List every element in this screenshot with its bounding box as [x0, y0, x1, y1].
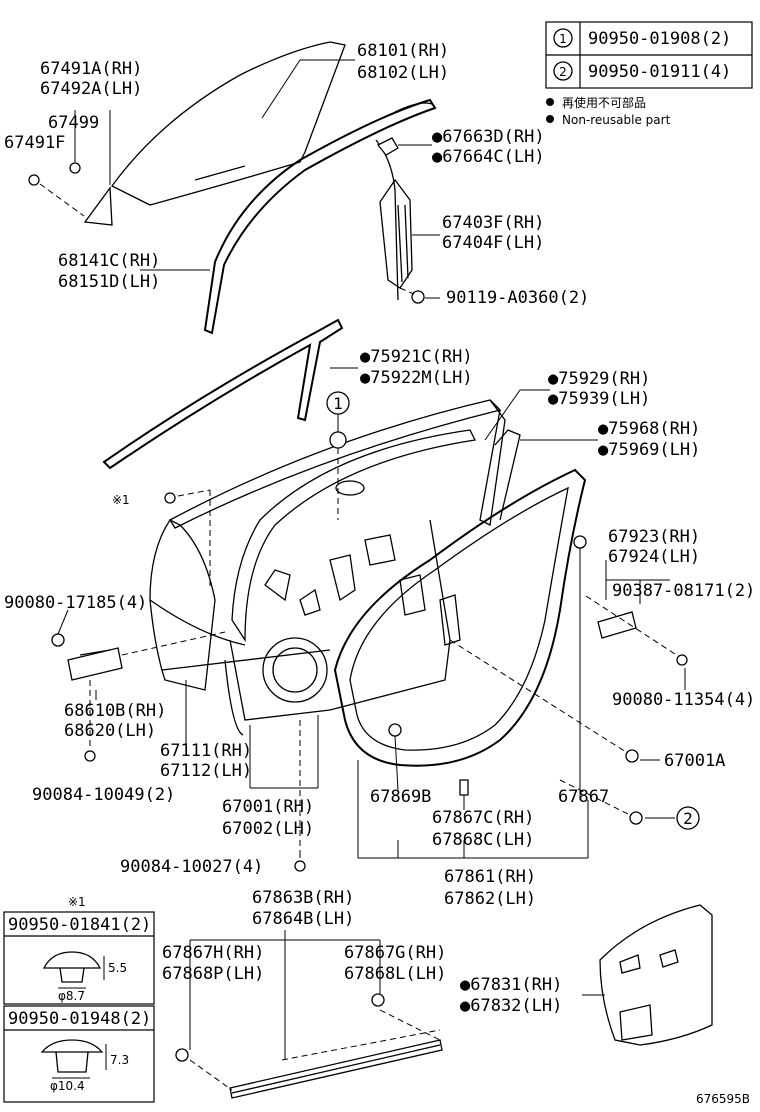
callout-num-1: 1 [333, 394, 343, 413]
label-67924: 67924(LH) [608, 547, 700, 567]
label-90084-10027: 90084-10027(4) [120, 857, 263, 877]
label-75968: ●75968(RH) [598, 419, 700, 439]
label-67867H: 67867H(RH) [162, 943, 264, 963]
label-67002: 67002(LH) [222, 819, 314, 839]
label-67492A: 67492A(LH) [40, 79, 142, 99]
inset-dim-h-2: 7.3 [110, 1053, 129, 1067]
label-68101: 68101(RH) [357, 41, 449, 61]
label-68610B: 68610B(RH) [64, 701, 166, 721]
label-67862: 67862(LH) [444, 889, 536, 909]
legend-part-1: 90950-01908(2) [588, 29, 731, 49]
label-67831: ●67831(RH) [460, 975, 562, 995]
inset-dim-d-2: φ10.4 [50, 1079, 85, 1093]
window-glass-drawing [28, 41, 437, 335]
label-67664C: ●67664C(LH) [432, 147, 545, 167]
legend-circle-1 [553, 28, 573, 48]
label-67491A: 67491A(RH) [40, 59, 142, 79]
legend-note-en: Non-reusable part [562, 113, 671, 127]
label-90387: 90387-08171(2) [612, 581, 755, 601]
weatherstrip-drawing [102, 318, 521, 529]
bullet-icon [546, 115, 554, 123]
note-mark-1: ※1 [112, 493, 130, 507]
clip-icon [42, 951, 102, 969]
label-67861: 67861(RH) [444, 867, 536, 887]
bullet-icon [546, 98, 554, 106]
label-90080-17185: 90080-17185(4) [4, 593, 147, 613]
lower-moulding-drawing [175, 904, 713, 1099]
legend-table: 1 90950-01908(2) 2 90950-01911(4) 再使用不可部… [545, 21, 753, 127]
label-67867C: 67867C(RH) [432, 808, 534, 828]
label-90084-10049: 90084-10049(2) [32, 785, 175, 805]
label-67863B: 67863B(RH) [252, 888, 354, 908]
label-90119: 90119-A0360(2) [446, 288, 589, 308]
inset-box-1 [3, 911, 155, 1005]
label-75939: ●75939(LH) [548, 389, 650, 409]
label-67001A: 67001A [664, 751, 725, 771]
label-67868L: 67868L(LH) [344, 964, 446, 984]
legend-note-jp: 再使用不可部品 [562, 95, 646, 110]
label-68151D: 68151D(LH) [58, 272, 160, 292]
label-67868C: 67868C(LH) [432, 830, 534, 850]
label-67491F: 67491F [4, 133, 65, 153]
inset-note-mark: ※1 [68, 895, 86, 909]
label-67499: 67499 [48, 113, 99, 133]
label-68141C: 68141C(RH) [58, 251, 160, 271]
callout-circle-2 [676, 806, 700, 830]
label-67112: 67112(LH) [160, 761, 252, 781]
clip-icon [40, 1039, 104, 1053]
label-67832: ●67832(LH) [460, 996, 562, 1016]
legend-part-2: 90950-01911(4) [588, 62, 731, 82]
label-67404F: 67404F(LH) [442, 233, 544, 253]
label-75921C: ●75921C(RH) [360, 347, 473, 367]
label-68102: 68102(LH) [357, 63, 449, 83]
label-67663D: ●67663D(RH) [432, 127, 545, 147]
legend-num-1: 1 [559, 32, 567, 46]
label-67867: 67867 [558, 787, 609, 807]
part-labels: 67491A(RH) 67492A(LH) 67499 67491F 68101… [4, 41, 755, 1016]
door-shell-drawing [51, 429, 688, 872]
label-67864B: 67864B(LH) [252, 909, 354, 929]
inset-part-1: 90950-01841(2) [8, 915, 151, 935]
leader-lines [57, 59, 686, 1060]
callout-num-2: 2 [683, 809, 693, 828]
label-75969: ●75969(LH) [598, 440, 700, 460]
label-67923: 67923(RH) [608, 527, 700, 547]
label-67111: 67111(RH) [160, 741, 252, 761]
label-67001: 67001(RH) [222, 797, 314, 817]
label-67868P: 67868P(LH) [162, 964, 264, 984]
label-75929: ●75929(RH) [548, 369, 650, 389]
inset-box-2 [3, 1005, 155, 1103]
label-68620: 68620(LH) [64, 721, 156, 741]
inset-dim-h-1: 5.5 [108, 961, 127, 975]
label-67403F: 67403F(RH) [442, 213, 544, 233]
inset-fastener-boxes: ※1 90950-01841(2) 5.5 φ8.7 90950-01948(2… [3, 895, 155, 1103]
legend-num-2: 2 [559, 65, 567, 79]
figure-id: 676595B [696, 1092, 750, 1106]
inset-dim-d-1: φ8.7 [58, 989, 85, 1003]
label-75922M: ●75922M(LH) [360, 368, 473, 388]
label-67869B: 67869B [370, 787, 431, 807]
label-90080-11354: 90080-11354(4) [612, 690, 755, 710]
inset-part-2: 90950-01948(2) [8, 1009, 151, 1029]
label-67867G: 67867G(RH) [344, 943, 446, 963]
legend-circle-2 [553, 61, 573, 81]
